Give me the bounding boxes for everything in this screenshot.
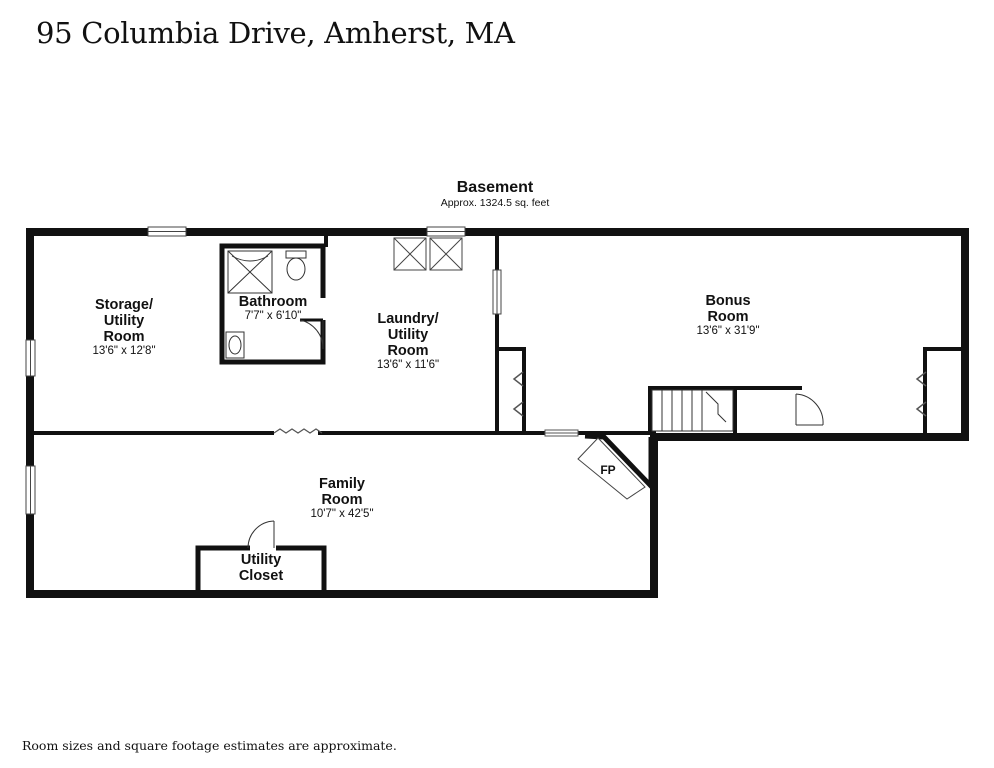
room-label-bonus: Bonus Room 13'6" x 31'9" (696, 293, 759, 337)
door-icon (795, 393, 824, 426)
svg-text:13'6" x 12'8": 13'6" x 12'8" (92, 345, 155, 357)
bathroom-door-icon (299, 318, 324, 350)
sink-icon (225, 331, 245, 359)
room-label-utility-closet: Utility Closet (239, 552, 283, 584)
shower-icon (227, 250, 273, 294)
svg-text:Room: Room (321, 492, 362, 508)
bifold-door-icon (512, 371, 927, 417)
bathroom-walls (219, 243, 326, 365)
room-label-storage: Storage/ Utility Room 13'6" x 12'8" (92, 297, 155, 357)
exterior-walls (26, 228, 969, 598)
stairs-icon (651, 389, 734, 432)
room-label-laundry: Laundry/ Utility Room 13'6" x 11'6" (377, 311, 439, 371)
closet-door-icon (247, 520, 275, 549)
svg-text:7'7" x 6'10": 7'7" x 6'10" (245, 310, 302, 322)
room-label-family: Family Room 10'7" x 42'5" (310, 476, 373, 520)
utility-closet-walls (195, 545, 327, 594)
floor-area: Approx. 1324.5 sq. feet (441, 197, 550, 209)
svg-text:Bathroom: Bathroom (239, 294, 307, 310)
washer-dryer-icon (393, 237, 463, 271)
svg-text:Utility: Utility (241, 552, 281, 568)
fireplace-icon: FP (577, 433, 654, 500)
svg-text:Room: Room (707, 309, 748, 325)
svg-text:13'6" x 31'9": 13'6" x 31'9" (696, 325, 759, 337)
page-title: 95 Columbia Drive, Amherst, MA (36, 16, 515, 50)
svg-text:Utility: Utility (388, 327, 428, 343)
svg-text:Room: Room (103, 329, 144, 345)
svg-text:13'6" x 11'6": 13'6" x 11'6" (377, 359, 439, 371)
svg-text:Closet: Closet (239, 568, 283, 584)
floor-name: Basement (457, 179, 534, 196)
bifold-door-icon (273, 428, 323, 434)
svg-text:10'7" x 42'5": 10'7" x 42'5" (310, 508, 373, 520)
disclaimer: Room sizes and square footage estimates … (22, 738, 397, 753)
room-label-bathroom: Bathroom 7'7" x 6'10" (239, 294, 307, 322)
opening-icon (544, 429, 579, 437)
toilet-icon (285, 250, 307, 281)
svg-text:Family: Family (319, 476, 365, 492)
window-icon (25, 226, 502, 515)
svg-text:Room: Room (387, 343, 428, 359)
svg-text:Bonus: Bonus (705, 293, 750, 309)
svg-text:Laundry/: Laundry/ (377, 311, 438, 327)
interior-walls (28, 230, 965, 435)
svg-text:Utility: Utility (104, 313, 144, 329)
svg-text:Storage/: Storage/ (95, 297, 153, 313)
fireplace-label: FP (600, 463, 615, 477)
